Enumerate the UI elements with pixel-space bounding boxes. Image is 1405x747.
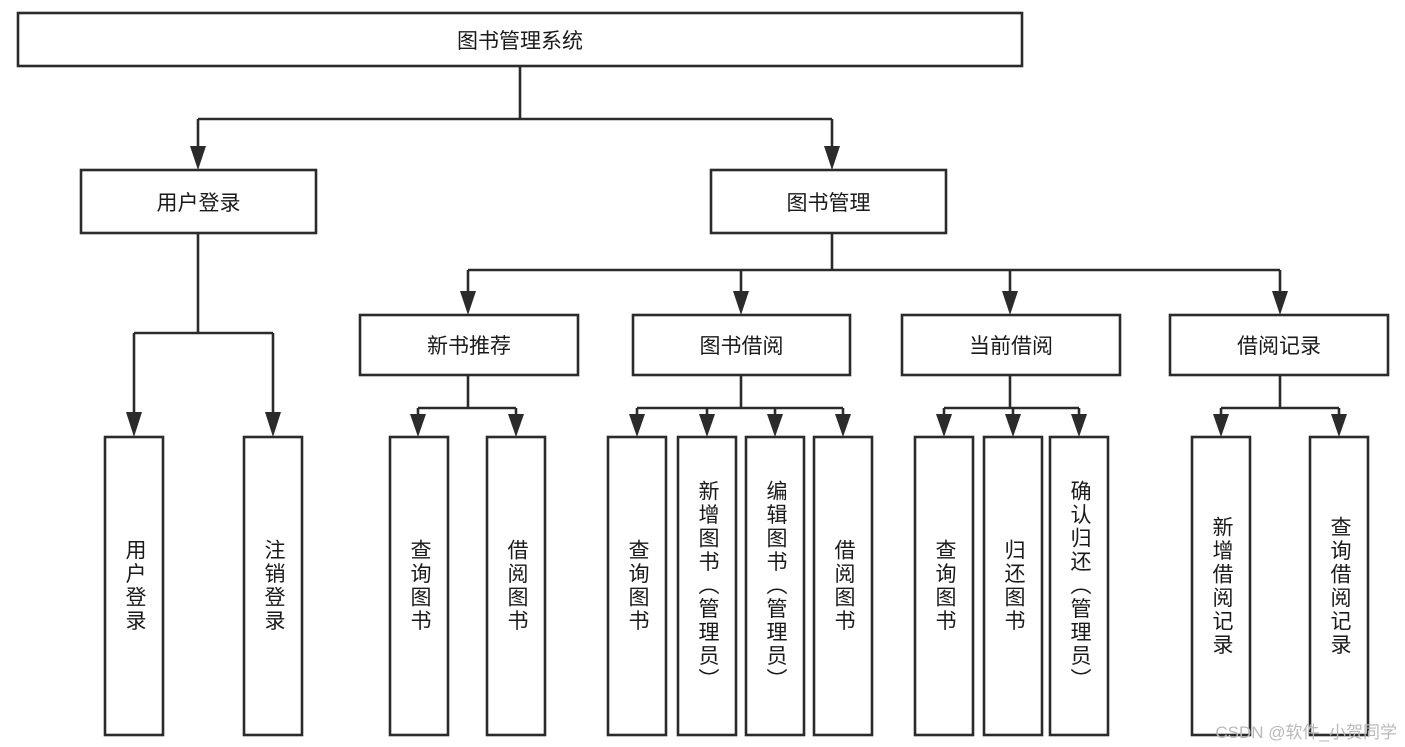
node-leaf-7-box[interactable] — [812, 435, 874, 737]
node-level3-2-box[interactable] — [900, 313, 1122, 377]
node-level2-0-box[interactable] — [79, 168, 318, 235]
node-level2-1-box[interactable] — [709, 168, 948, 235]
node-root-box[interactable] — [16, 11, 1024, 68]
node-leaf-12-box[interactable] — [1308, 435, 1370, 737]
node-level3-3-box[interactable] — [1168, 313, 1390, 377]
connector-level3-1-to-leaves — [629, 375, 851, 437]
node-level3-1-box[interactable] — [631, 313, 852, 377]
connector-level2-1-to-level3 — [460, 233, 1288, 315]
node-leaf-9-box[interactable] — [982, 435, 1044, 737]
node-leaf-3-box[interactable] — [485, 435, 547, 737]
node-leaf-2-box[interactable] — [388, 435, 450, 737]
connector-level3-2-to-leaves — [936, 375, 1087, 437]
node-leaf-0-box[interactable] — [103, 435, 165, 737]
node-leaf-5-box[interactable] — [676, 435, 738, 737]
connector-level3-3-to-leaves — [1213, 375, 1347, 437]
node-leaf-11-box[interactable] — [1190, 435, 1252, 737]
node-leaf-1-box[interactable] — [242, 435, 304, 737]
node-leaf-6-box[interactable] — [744, 435, 806, 737]
node-leaf-10-box[interactable] — [1048, 435, 1110, 737]
node-level3-0-box[interactable] — [358, 313, 580, 377]
node-leaf-4-box[interactable] — [606, 435, 668, 737]
node-leaf-8-box[interactable] — [913, 435, 975, 737]
connector-level3-0-to-leaves — [410, 375, 524, 437]
connector-root-to-level2 — [190, 66, 840, 170]
connector-level2-0-to-leaves — [126, 233, 281, 437]
